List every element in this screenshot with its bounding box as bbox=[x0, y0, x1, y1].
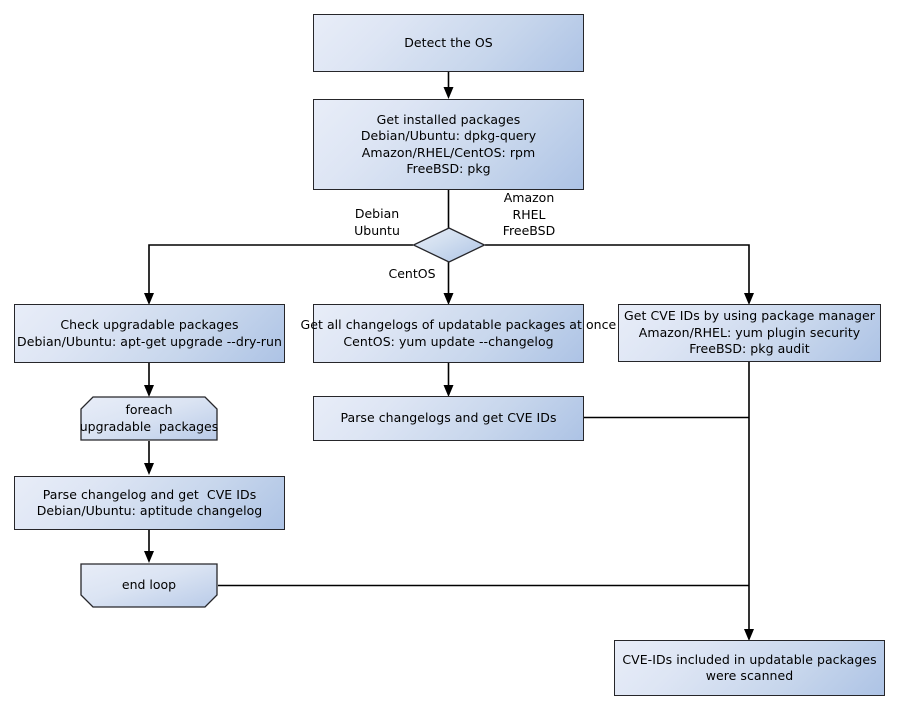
foreach-loop-shape bbox=[80, 396, 218, 441]
node-check-upgradable[interactable]: Check upgradable packages Debian/Ubuntu:… bbox=[14, 304, 285, 363]
edge-label-amazon-rhel-freebsd: Amazon RHEL FreeBSD bbox=[502, 190, 556, 238]
node-get-cve-ids-pkgmgr-label: Get CVE IDs by using package manager Ama… bbox=[624, 308, 875, 357]
node-get-installed-packages-label: Get installed packages Debian/Ubuntu: dp… bbox=[360, 111, 537, 177]
node-os-decision[interactable] bbox=[412, 227, 486, 263]
end-loop-shape bbox=[80, 563, 218, 608]
node-get-cve-ids-pkgmgr[interactable]: Get CVE IDs by using package manager Ama… bbox=[618, 304, 881, 362]
node-parse-changelog-debian-label: Parse changelog and get CVE IDs Debian/U… bbox=[36, 486, 263, 519]
node-get-all-changelogs[interactable]: Get all changelogs of updatable packages… bbox=[301, 304, 616, 363]
node-detect-os-label: Detect the OS bbox=[404, 34, 493, 50]
node-parse-changelog-debian[interactable]: Parse changelog and get CVE IDs Debian/U… bbox=[14, 476, 285, 530]
node-get-all-changelogs-label: Get all changelogs of updatable packages… bbox=[300, 317, 617, 349]
node-foreach-loop-start-label: foreach upgradable packages bbox=[79, 402, 219, 434]
node-detect-os[interactable]: Detect the OS bbox=[313, 14, 584, 72]
edge-decision-to-check-upgradable bbox=[148, 244, 413, 298]
node-scan-complete-label: CVE-IDs included in updatable packages w… bbox=[622, 651, 877, 684]
node-parse-changelogs-centos-label: Parse changelogs and get CVE IDs bbox=[340, 410, 557, 426]
node-foreach-loop-start[interactable]: foreach upgradable packages bbox=[80, 396, 218, 441]
node-end-loop[interactable]: end loop bbox=[80, 563, 218, 608]
edge-label-debian-ubuntu: Debian Ubuntu bbox=[354, 206, 400, 238]
arrowhead-detect-to-packages bbox=[443, 87, 454, 99]
node-end-loop-label: end loop bbox=[121, 577, 177, 593]
arrowhead-foreach-to-parse bbox=[144, 463, 154, 475]
node-parse-changelogs-centos[interactable]: Parse changelogs and get CVE IDs bbox=[313, 396, 584, 441]
node-get-installed-packages[interactable]: Get installed packages Debian/Ubuntu: dp… bbox=[313, 99, 584, 190]
os-decision-diamond-shape bbox=[412, 227, 486, 263]
arrowhead-parse-to-endloop bbox=[144, 551, 154, 563]
node-scan-complete[interactable]: CVE-IDs included in updatable packages w… bbox=[614, 640, 885, 696]
edge-decision-to-cve-pkgmgr bbox=[485, 244, 750, 298]
edge-label-centos: CentOS bbox=[388, 266, 436, 281]
node-check-upgradable-label: Check upgradable packages Debian/Ubuntu:… bbox=[17, 317, 282, 349]
